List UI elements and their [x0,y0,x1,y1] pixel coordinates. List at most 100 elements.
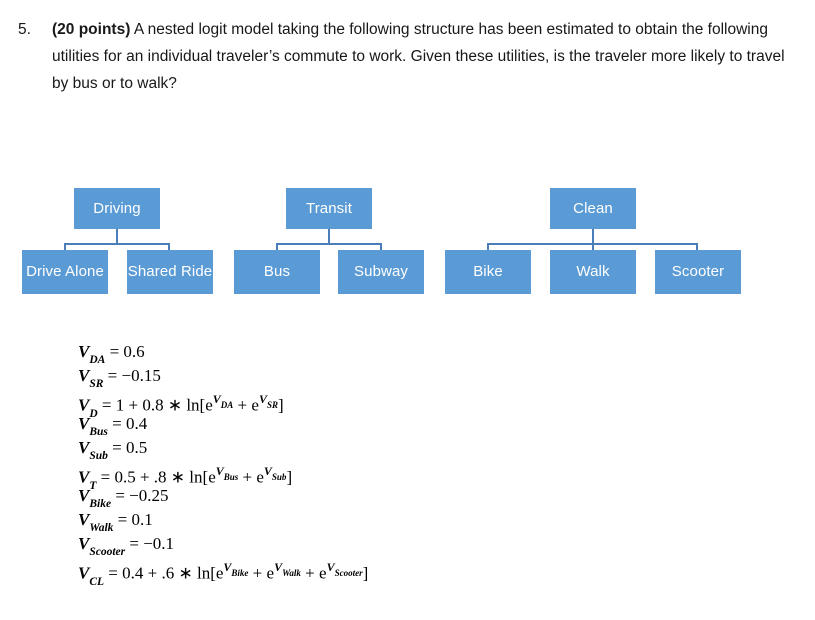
equation-rhs-prefix: = 0.5 + .8 ∗ ln[ [100,467,209,487]
connector-clean-drop-center [592,243,594,251]
equation-exponent: VDA [212,392,234,410]
tree-node-shared-ride[interactable]: Shared Ride [127,250,213,294]
connector-clean-stem [592,229,594,243]
equation-rhs: = 0.1 [117,510,153,529]
equation-exponent: VSub [263,464,287,482]
equation-bracket-close: ] [277,395,284,415]
equation-v-t: VT = 0.5 + .8 ∗ ln[eVBus + eVSub] [78,460,368,492]
equation-variable: V [78,438,90,457]
connector-driving-drop-left [64,243,66,251]
equation-exp-variable: V [223,560,232,574]
equation-v-da: VDA = 0.6 [78,340,368,366]
equation-exp-subscript: SR [266,399,278,410]
equation-exp-variable: V [212,392,221,406]
question-body: A nested logit model taking the followin… [52,21,785,92]
question-points-label: (20 points) [52,21,131,38]
equation-exp-base: e [215,563,224,583]
tree-node-label: Scooter [671,263,725,280]
equation-variable: V [78,510,90,529]
connector-transit-bar [276,243,382,245]
equation-subscript: D [89,408,98,421]
equation-exp-subscript: Scooter [334,567,363,578]
equation-v-cl: VCL = 0.4 + .6 ∗ ln[eVBike + eVWalk + eV… [78,556,369,588]
tree-node-transit[interactable]: Transit [286,188,372,229]
equation-variable: V [78,366,90,385]
equation-exponent: VBus [216,464,239,482]
equation-bracket-close: ] [362,563,369,583]
connector-driving-stem [116,229,118,243]
equation-exponent: VWalk [274,560,301,578]
equation-rhs-prefix: = 0.4 + .6 ∗ ln[ [108,563,216,583]
equation-bracket-close: ] [286,467,293,487]
equation-plus: + [248,563,267,583]
question-block: 5. (20 points) A nested logit model taki… [18,16,793,97]
equation-rhs: = −0.25 [115,486,169,505]
connector-transit-stem [328,229,330,243]
tree-node-label: Shared Ride [127,263,213,280]
equation-exp-variable: V [258,392,267,406]
question-text: (20 points) A nested logit model taking … [52,16,793,97]
equation-subscript: Bus [89,426,108,439]
equation-subscript: Bike [89,498,112,511]
connector-transit-drop-left [276,243,278,251]
equation-variable: V [78,486,90,505]
equation-exp-variable: V [326,560,335,574]
equation-variable: V [78,342,90,361]
equation-exp-variable: V [274,560,283,574]
equation-variable: V [78,534,90,553]
tree-node-scooter[interactable]: Scooter [655,250,741,294]
tree-node-label: Transit [306,199,352,217]
equation-variable: V [78,563,90,583]
equation-subscript: CL [89,576,105,589]
equation-plus: + [233,395,252,415]
equation-v-sub: VSub = 0.5 [78,436,368,463]
tree-node-bus[interactable]: Bus [234,250,320,294]
equation-exp-base: e [205,395,213,415]
equation-exp-base: e [208,467,216,487]
tree-node-clean[interactable]: Clean [550,188,636,229]
equation-variable: V [78,414,90,433]
equation-subscript: T [89,480,97,493]
equation-exp-base: e [266,563,275,583]
question-number: 5. [18,21,31,38]
equation-v-scooter: VScooter = −0.1 [78,532,368,559]
connector-driving-bar [64,243,170,245]
tree-node-bike[interactable]: Bike [445,250,531,294]
tree-node-label: Drive Alone [26,263,104,280]
connector-transit-drop-right [380,243,382,251]
equation-exponent: VBike [223,560,248,578]
connector-driving-drop-right [168,243,170,251]
equation-plus: + [300,563,320,583]
equation-subscript: Scooter [89,546,126,559]
tree-node-subway[interactable]: Subway [338,250,424,294]
equation-plus: + [238,467,257,487]
equation-rhs: = 0.6 [109,342,145,361]
equation-rhs: = −0.1 [129,534,175,553]
equation-v-bus: VBus = 0.4 [78,412,368,439]
equation-v-d: VD = 1 + 0.8 ∗ ln[eVDA + eVSR] [78,388,368,420]
tree-node-drive-alone[interactable]: Drive Alone [22,250,108,294]
tree-node-driving[interactable]: Driving [74,188,160,229]
tree-node-label: Bike [473,263,503,280]
tree-node-walk[interactable]: Walk [550,250,636,294]
equation-exponent: VSR [258,392,278,410]
equation-exp-subscript: DA [220,399,234,410]
equation-v-bike: VBike = −0.25 [78,484,368,511]
equation-subscript: SR [89,378,104,391]
tree-node-label: Driving [93,199,141,217]
equation-exp-subscript: Walk [282,567,301,578]
equation-exp-variable: V [263,464,272,478]
equation-rhs: = 0.5 [112,438,148,457]
tree-node-label: Clean [573,199,613,217]
tree-node-label: Bus [263,263,291,280]
equation-exp-subscript: Sub [271,471,287,482]
equation-v-walk: VWalk = 0.1 [78,508,368,534]
equation-exp-base: e [251,395,259,415]
equation-subscript: Sub [89,450,108,463]
utility-equations: VDA = 0.6 VSR = −0.15 VD = 1 + 0.8 ∗ ln[… [78,340,369,588]
equation-rhs-prefix: = 1 + 0.8 ∗ ln[ [101,395,206,415]
equation-exp-base: e [319,563,327,583]
tree-node-label: Walk [576,263,610,280]
equation-exp-base: e [256,467,264,487]
